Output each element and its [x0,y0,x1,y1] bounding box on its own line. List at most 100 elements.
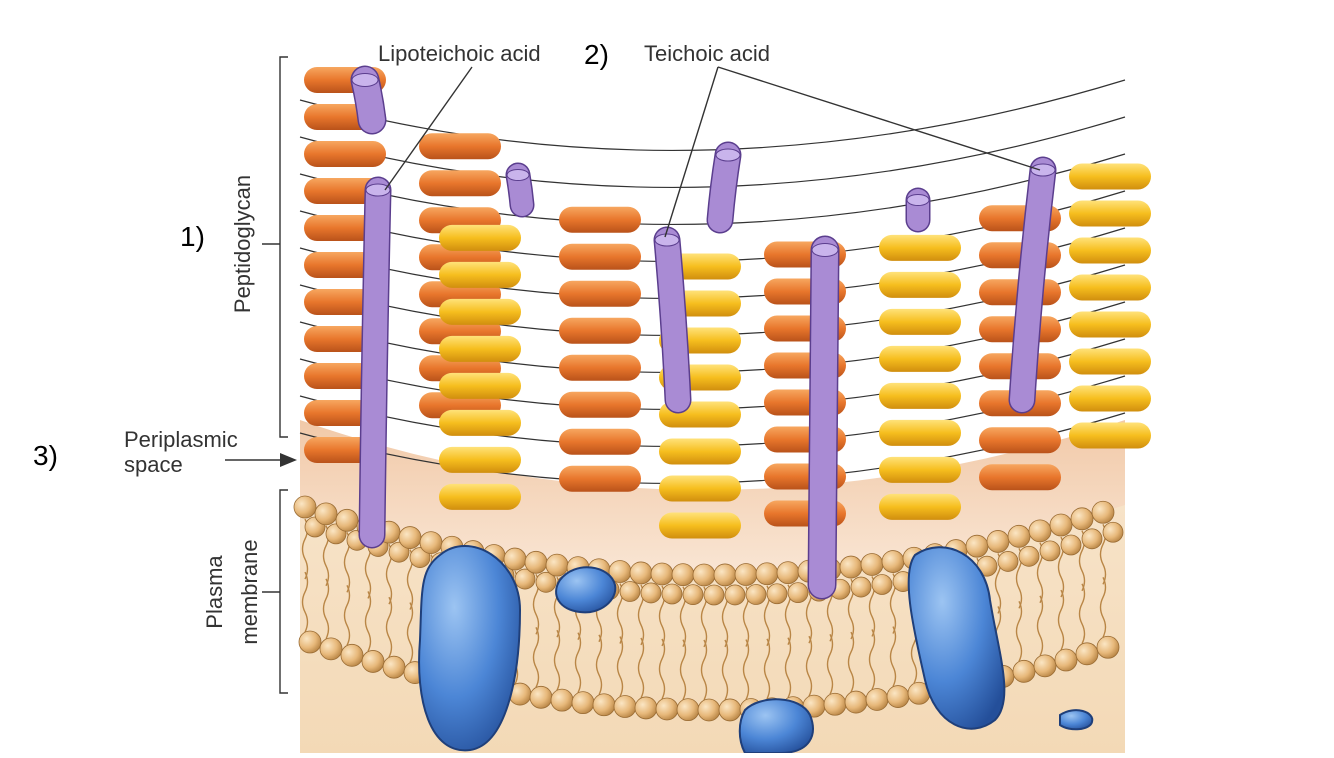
peptidoglycan-unit [1069,274,1151,300]
peptidoglycan-unit [559,466,641,492]
peptidoglycan-bracket [280,57,288,437]
lipid-head [872,574,892,594]
peptidoglycan-unit [1069,163,1151,189]
lipid-head [698,699,720,721]
lipid-head [383,656,405,678]
lipid-head [546,554,568,576]
lipid-head [530,686,552,708]
membrane-protein [740,699,813,753]
lipid-head [1082,529,1102,549]
peptidoglycan-unit [559,355,641,381]
marker-2: 2) [584,40,609,70]
lipid-head [861,553,883,575]
lipid-head [693,564,715,586]
peptidoglycan-unit [879,346,961,372]
marker-1: 1) [180,222,205,252]
lipid-head [756,563,778,585]
lipid-head [1050,514,1072,536]
lipid-head [1076,643,1098,665]
peptidoglycan-unit [1069,385,1151,411]
peptidoglycan-unit [879,235,961,261]
peptidoglycan-unit [659,513,741,539]
lipid-head [788,583,808,603]
peptidoglycan-unit [879,309,961,335]
lipid-head [1034,655,1056,677]
lipid-head [299,631,321,653]
lipoteichoic-acid-rod-cap [366,184,390,196]
lipoteichoic-acid-rod-body [822,250,825,585]
lipid-head [656,698,678,720]
lipid-head [672,564,694,586]
teichoic-acid-rod-body [667,240,678,400]
peptidoglycan-unit [304,141,386,167]
lipid-head [824,693,846,715]
teichoic-rod-cap [716,149,740,161]
peptidoglycan-unit [439,299,521,325]
lipid-head [725,585,745,605]
lipid-head [551,689,573,711]
lipid-head [714,564,736,586]
label-periplasmic-space-1: Periplasmic [124,428,238,452]
peptidoglycan-unit [439,225,521,251]
lipid-head [651,563,673,585]
teichoic-rod-cap [352,74,378,87]
lipid-head [704,585,724,605]
lipid-head [735,564,757,586]
lipid-head [420,532,442,554]
lipid-head [525,551,547,573]
peptidoglycan-unit [559,244,641,270]
lipid-head [504,548,526,570]
peptidoglycan-unit [979,427,1061,453]
lipid-head [998,551,1018,571]
lipid-head [341,644,363,666]
peptidoglycan-unit [559,207,641,233]
teichoic-acid-rod-cap [1031,164,1055,176]
membrane-protein [1060,710,1092,729]
peptidoglycan-unit [1069,200,1151,226]
peptidoglycan-unit [419,170,501,196]
teichoic-rod-cap [507,170,529,181]
peptidoglycan-unit [1069,348,1151,374]
lipid-head [315,503,337,525]
lipid-head [677,699,699,721]
lipid-head [887,686,909,708]
lipid-head [635,697,657,719]
lipid-head [1055,649,1077,671]
peptidoglycan-unit [439,410,521,436]
peptidoglycan-unit [439,484,521,510]
periplasmic-arrow-head [280,453,297,467]
peptidoglycan-unit [659,439,741,465]
lipid-head [683,585,703,605]
peptidoglycan-unit [659,476,741,502]
lipid-head [1092,501,1114,523]
lipid-head [662,584,682,604]
label-lipoteichoic-acid: Lipoteichoic acid [378,42,541,66]
lipid-head [1071,508,1093,530]
lipid-head [1013,660,1035,682]
peptidoglycan-unit [1069,237,1151,263]
lipid-head [294,496,316,518]
peptidoglycan-unit [439,262,521,288]
lipid-head [746,585,766,605]
lipid-head [845,691,867,713]
peptidoglycan-unit [559,318,641,344]
peptidoglycan-unit [879,494,961,520]
lipid-head [767,584,787,604]
peptidoglycan-unit [879,420,961,446]
lipid-head [840,556,862,578]
lipid-head [1019,546,1039,566]
membrane-protein [556,567,615,612]
lipoteichoic-acid-rod-body [372,190,378,535]
peptidoglycan-unit [559,281,641,307]
plasma-membrane-bracket [280,490,288,693]
lipid-head [1097,636,1119,658]
lipid-head [614,696,636,718]
peptidoglycan-unit [439,373,521,399]
lipid-head [399,527,421,549]
lipid-head [1029,520,1051,542]
label-plasma-membrane-2: membrane [238,532,262,652]
peptidoglycan-unit [559,392,641,418]
lipid-head [777,562,799,584]
peptidoglycan-unit [1069,422,1151,448]
peptidoglycan-unit [439,336,521,362]
